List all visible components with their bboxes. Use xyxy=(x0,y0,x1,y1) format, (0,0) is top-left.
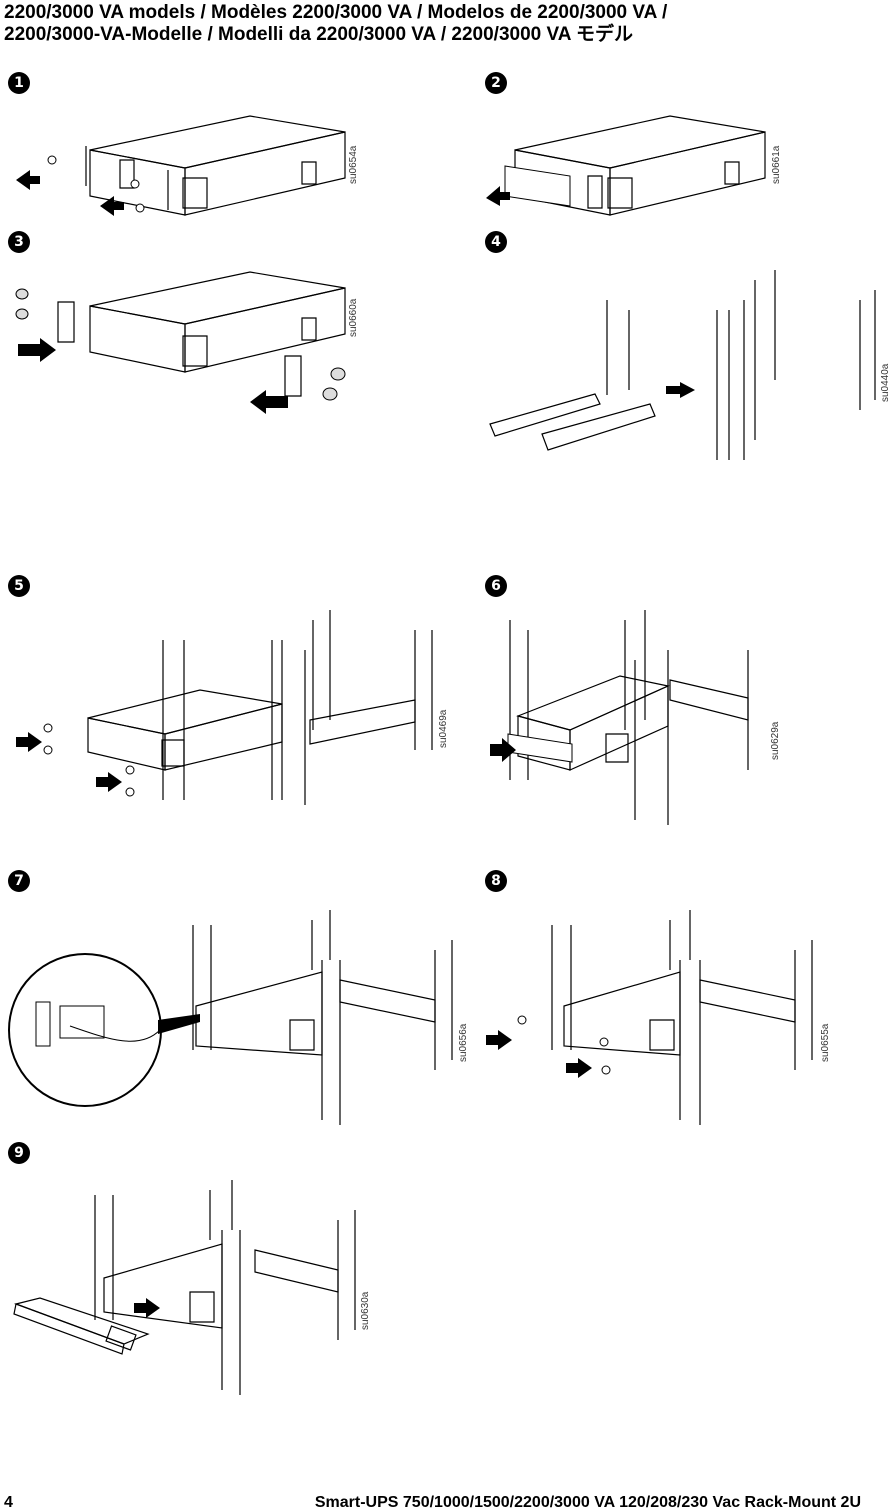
ups-unit-icon xyxy=(88,690,282,770)
ups-unit-icon xyxy=(104,1244,222,1328)
figure-6-replace-battery-module xyxy=(490,610,780,830)
screw-icon xyxy=(518,1016,610,1074)
title-line-1: 2200/3000 VA models / Modèles 2200/3000 … xyxy=(4,2,668,23)
screw-icon xyxy=(16,289,345,400)
rack-rail-icon xyxy=(510,610,748,825)
step-7-badge: 7 xyxy=(8,870,30,892)
step-2-badge: 2 xyxy=(485,72,507,94)
ups-unit-icon xyxy=(564,972,680,1055)
ups-unit-icon xyxy=(86,116,345,215)
figure-code-4: su0440a xyxy=(880,363,891,402)
step-4-badge: 4 xyxy=(485,231,507,253)
screw-icon xyxy=(48,156,144,212)
zoom-detail-circle xyxy=(9,954,161,1106)
figure-8-secure-battery xyxy=(486,910,820,1130)
insert-arrow-icon xyxy=(666,382,695,398)
ups-unit-icon xyxy=(58,272,345,396)
step-9-badge: 9 xyxy=(8,1142,30,1164)
figure-code-8: su0655a xyxy=(820,1023,831,1062)
page-title: 2200/3000 VA models / Modèles 2200/3000 … xyxy=(4,2,884,46)
insert-arrow-icon xyxy=(486,186,510,206)
step-6-badge: 6 xyxy=(485,575,507,597)
figure-7-connect-battery xyxy=(0,910,470,1130)
page-number: 4 xyxy=(4,1494,13,1511)
front-bezel-icon xyxy=(14,1298,148,1354)
step-3-badge: 3 xyxy=(8,231,30,253)
insert-arrow-icon xyxy=(18,338,288,414)
figure-2-remove-battery-module xyxy=(486,100,780,230)
insert-arrow-icon xyxy=(16,732,122,792)
figure-4-install-rails xyxy=(480,260,880,470)
figure-9-attach-front-bezel xyxy=(0,1180,380,1400)
rack-rail-icon xyxy=(490,270,875,460)
ups-unit-icon xyxy=(196,972,322,1055)
figure-1-remove-front-ears xyxy=(16,100,360,216)
rack-rail-icon xyxy=(95,1180,355,1395)
title-line-2: 2200/3000-VA-Modelle / Modelli da 2200/3… xyxy=(4,24,634,45)
insert-arrow-icon xyxy=(16,170,124,216)
figure-5-insert-ups-into-rack xyxy=(16,610,460,810)
step-1-badge: 1 xyxy=(8,72,30,94)
insert-arrow-icon xyxy=(134,1298,160,1318)
step-5-badge: 5 xyxy=(8,575,30,597)
step-8-badge: 8 xyxy=(485,870,507,892)
screw-icon xyxy=(44,724,134,796)
insert-arrow-icon xyxy=(486,1030,592,1078)
figure-3-attach-rear-brackets xyxy=(0,260,360,414)
document-title: Smart-UPS 750/1000/1500/2200/3000 VA 120… xyxy=(314,1494,861,1511)
rack-rail-icon xyxy=(552,910,812,1125)
insert-arrow-icon xyxy=(490,738,516,762)
rack-rail-icon xyxy=(163,610,432,805)
